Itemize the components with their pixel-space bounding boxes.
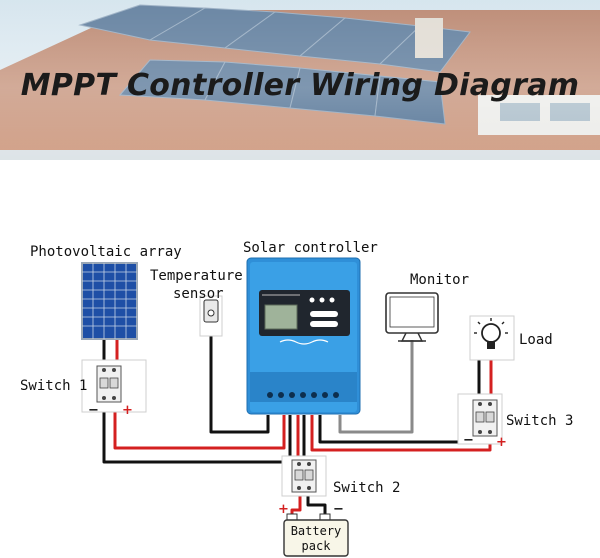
solar-controller-icon xyxy=(246,257,361,415)
pv-negative-wire xyxy=(102,400,292,464)
switch1-label: Switch 1 xyxy=(20,378,87,394)
switch1-plus-sign: + xyxy=(122,403,133,418)
monitor-icon xyxy=(385,292,439,342)
load-negative-wire xyxy=(318,415,478,444)
temp-sensor-label-line2: sensor xyxy=(173,286,224,302)
switch3-breaker-icon xyxy=(457,393,503,445)
header-banner: MPPT Controller Wiring Diagram xyxy=(0,0,600,160)
temp-sensor-wire xyxy=(209,330,270,434)
switch1-minus-sign: − xyxy=(88,403,99,418)
switch3-to-load-negative-wire xyxy=(477,353,486,398)
battery-pack-icon xyxy=(283,513,349,557)
solar-controller-label: Solar controller xyxy=(243,240,378,256)
pv-array-label: Photovoltaic array xyxy=(30,244,182,260)
solar-panel-icon xyxy=(81,262,138,340)
lightbulb-icon xyxy=(469,315,515,361)
battery-negative-wire xyxy=(306,490,327,520)
switch2-label: Switch 2 xyxy=(333,480,400,496)
temp-sensor-label-line1: Temperature xyxy=(150,268,243,284)
wiring-diagram: Photovoltaic array Switch 1 − + Temperat… xyxy=(20,240,573,557)
monitor-wire xyxy=(338,340,414,434)
switch1-breaker-icon xyxy=(81,359,147,413)
pv-positive-wire xyxy=(113,400,286,450)
temperature-sensor-icon xyxy=(199,295,223,337)
battery-label-line1: Battery xyxy=(291,524,342,538)
page-title: MPPT Controller Wiring Diagram xyxy=(20,68,580,103)
monitor-label: Monitor xyxy=(410,272,469,288)
switch2-breaker-icon xyxy=(281,455,327,497)
rooftop-solar-illustration xyxy=(0,0,600,160)
switch3-minus-sign: − xyxy=(463,433,474,448)
load-label: Load xyxy=(519,332,553,348)
battery-minus-sign: − xyxy=(333,502,344,517)
battery-plus-sign: + xyxy=(278,502,289,517)
switch3-label: Switch 3 xyxy=(506,413,573,429)
battery-label-line2: pack xyxy=(302,539,332,553)
load-positive-wire xyxy=(310,415,492,452)
switch3-plus-sign: + xyxy=(496,435,507,450)
